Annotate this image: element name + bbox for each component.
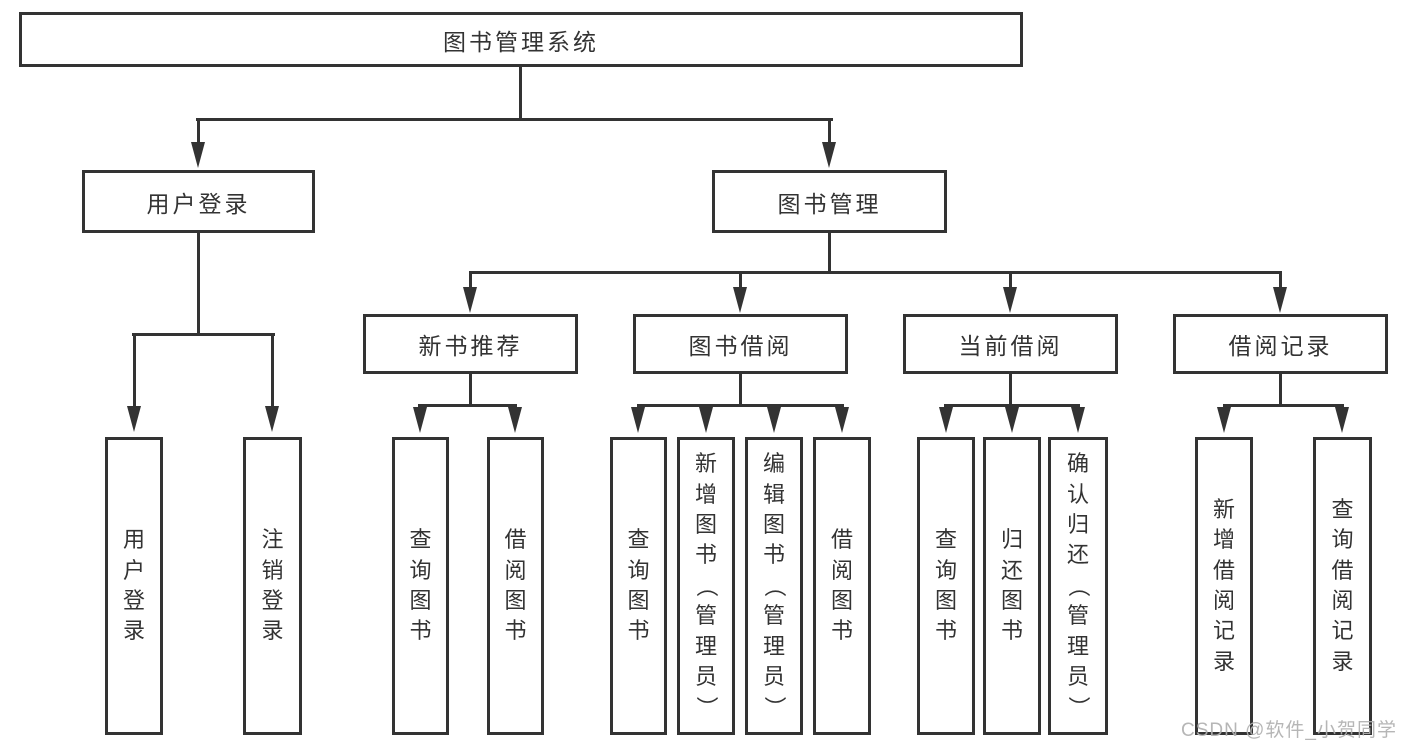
arrowhead-new-book-recommend-icon <box>463 287 477 313</box>
leaf-br-add-record: 新增借阅记录 <box>1195 437 1253 735</box>
arrowhead-nbr-query-book-icon <box>413 407 427 433</box>
edge-to-current-borrow <box>1009 273 1012 287</box>
leaf-nbr-borrow-book: 借阅图书 <box>487 437 544 735</box>
arrowhead-book-borrow-icon <box>733 287 747 313</box>
arrowhead-nbr-borrow-book-icon <box>508 407 522 433</box>
arrowhead-br-add-record-icon <box>1217 407 1231 433</box>
edge-user-login-trunk <box>197 231 200 335</box>
edge-to-borrow-records <box>1279 273 1282 287</box>
edge-root-bar <box>196 118 833 121</box>
node-root: 图书管理系统 <box>19 12 1023 67</box>
arrowhead-cb-confirm-return-icon <box>1071 407 1085 433</box>
edge-root-to-user-login <box>197 120 200 144</box>
edge-current-borrow-trunk <box>1009 372 1012 406</box>
leaf-cb-query-book: 查询图书 <box>917 437 975 735</box>
leaf-nbr-query-book: 查询图书 <box>392 437 449 735</box>
edge-new-book-recommend-trunk <box>469 372 472 406</box>
edge-new-book-recommend-bar <box>418 404 517 407</box>
leaf-bb-edit-book-admin: 编辑图书（管理员） <box>745 437 803 735</box>
edge-to-book-borrow <box>739 273 742 287</box>
leaf-cb-confirm-return-admin: 确认归还（管理员） <box>1048 437 1108 735</box>
leaf-bb-add-book-admin: 新增图书（管理员） <box>677 437 735 735</box>
node-new-book-recommend: 新书推荐 <box>363 314 578 374</box>
arrowhead-cb-query-book-icon <box>939 407 953 433</box>
arrowhead-bb-borrow-book-icon <box>835 407 849 433</box>
edge-to-new-book-recommend <box>469 273 472 287</box>
node-borrow-records: 借阅记录 <box>1173 314 1388 374</box>
edge-current-borrow-bar <box>944 404 1080 407</box>
leaf-bb-query-book: 查询图书 <box>610 437 667 735</box>
edge-book-management-bar <box>469 271 1282 274</box>
edge-to-leaf-logout <box>271 335 274 408</box>
edge-borrow-records-bar <box>1223 404 1344 407</box>
leaf-br-query-record: 查询借阅记录 <box>1313 437 1372 735</box>
arrowhead-bb-query-book-icon <box>631 407 645 433</box>
edge-root-trunk <box>519 67 522 120</box>
edge-book-management-trunk <box>828 231 831 273</box>
node-book-management: 图书管理 <box>712 170 947 233</box>
edge-root-to-book-management <box>828 120 831 144</box>
edge-book-borrow-trunk <box>739 372 742 406</box>
arrowhead-br-query-record-icon <box>1335 407 1349 433</box>
leaf-user-login: 用户登录 <box>105 437 163 735</box>
leaf-logout: 注销登录 <box>243 437 302 735</box>
leaf-bb-borrow-book: 借阅图书 <box>813 437 871 735</box>
arrowhead-bb-edit-book-icon <box>767 407 781 433</box>
edge-borrow-records-trunk <box>1279 372 1282 406</box>
node-book-borrow: 图书借阅 <box>633 314 848 374</box>
node-user-login: 用户登录 <box>82 170 315 233</box>
arrowhead-current-borrow-icon <box>1003 287 1017 313</box>
node-current-borrow: 当前借阅 <box>903 314 1118 374</box>
edge-user-login-bar <box>132 333 275 336</box>
leaf-cb-return-book: 归还图书 <box>983 437 1041 735</box>
arrowhead-cb-return-book-icon <box>1005 407 1019 433</box>
arrowhead-user-login-icon <box>191 142 205 168</box>
edge-book-borrow-bar <box>637 404 844 407</box>
csdn-watermark: CSDN @软件_小贺同学 <box>1181 720 1397 741</box>
arrowhead-leaf-user-login-icon <box>127 406 141 432</box>
arrowhead-bb-add-book-icon <box>699 407 713 433</box>
arrowhead-book-management-icon <box>822 142 836 168</box>
edge-to-leaf-user-login <box>133 335 136 408</box>
arrowhead-borrow-records-icon <box>1273 287 1287 313</box>
arrowhead-leaf-logout-icon <box>265 406 279 432</box>
